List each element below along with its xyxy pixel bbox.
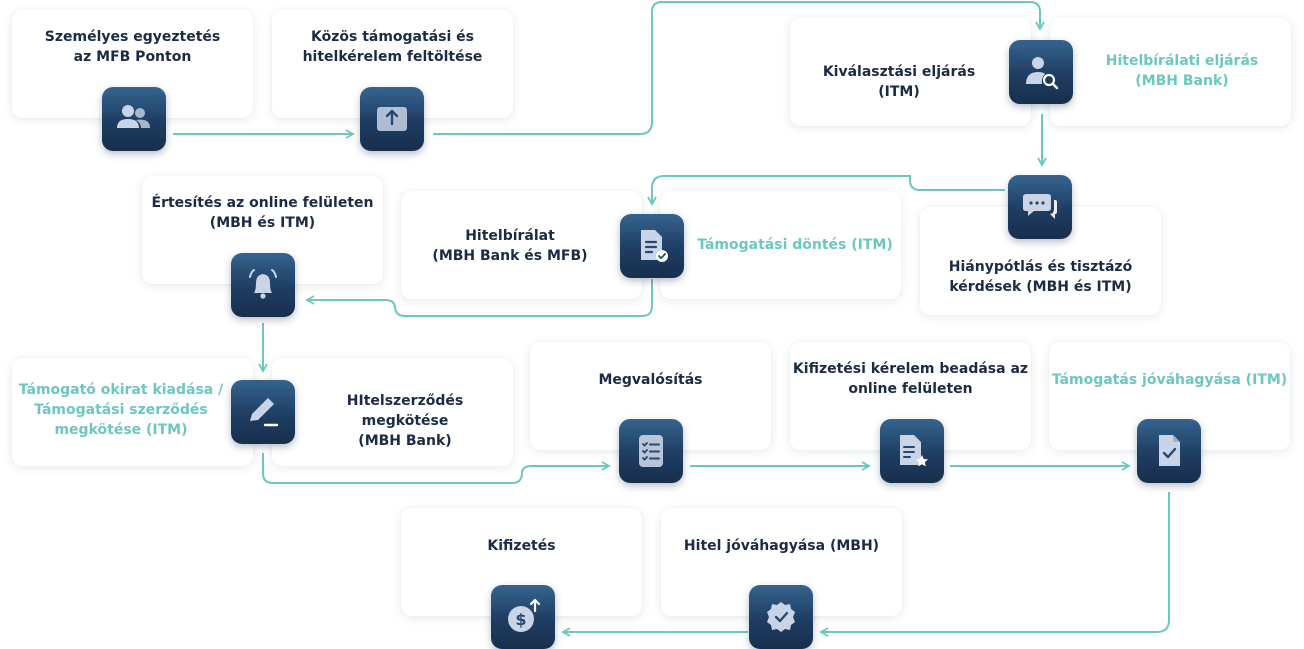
- connector-2: [433, 1, 1045, 135]
- connector-7: [262, 453, 611, 484]
- card-selection-procedure: [790, 18, 1031, 126]
- label-loan-contract: HItelszerződés megkötése (MBH Bank): [346, 393, 464, 449]
- svg-text:$: $: [515, 610, 526, 629]
- label-credit-review-procedure: Hitelbírálati eljárás (MBH Bank): [1105, 53, 1259, 89]
- document-star-icon: [880, 419, 944, 483]
- chat-icon: [1008, 175, 1072, 239]
- connector-5: [305, 279, 653, 317]
- label-personal-consultation: Személyes egyeztetés az MFB Ponton: [44, 29, 221, 65]
- label-support-approval: Támogatás jóváhagyása (ITM): [1051, 372, 1288, 388]
- label-payment-request: Kifizetési kérelem beadása az online fel…: [792, 361, 1029, 397]
- label-missing-docs: Hiánypótlás és tisztázó kérdések (MBH és…: [948, 259, 1133, 295]
- dollar-up-icon: $: [491, 585, 555, 649]
- card-credit-review-procedure: [1050, 18, 1291, 126]
- label-credit-assessment: Hitelbírálat (MBH Bank és MFB): [432, 228, 588, 264]
- card-credit-assessment: [401, 191, 642, 299]
- badge-check-icon: [749, 585, 813, 649]
- card-support-deed: [12, 358, 253, 466]
- label-online-notification: Értesítés az online felületen (MBH és IT…: [151, 195, 374, 231]
- label-selection-procedure: Kiválasztási eljárás (ITM): [822, 64, 976, 100]
- bell-icon: [231, 253, 295, 317]
- checklist-icon: [619, 419, 683, 483]
- card-loan-contract: [272, 358, 513, 466]
- label-implementation: Megvalósítás: [598, 372, 703, 388]
- card-support-decision: [660, 191, 901, 299]
- upload-icon: [360, 87, 424, 151]
- file-check-icon: [1137, 419, 1201, 483]
- connector-10: [819, 492, 1170, 637]
- label-support-deed: Támogató okirat kiadása / Támogatási sze…: [18, 382, 224, 438]
- label-payout: Kifizetés: [487, 538, 556, 554]
- label-support-decision: Támogatási döntés (ITM): [697, 237, 893, 253]
- user-search-icon: [1009, 40, 1073, 104]
- document-check-icon: [620, 214, 684, 278]
- label-upload-application: Közös támogatási és hitelkérelem feltölt…: [302, 29, 483, 65]
- pen-icon: [231, 380, 295, 444]
- label-loan-approval: Hitel jóváhagyása (MBH): [683, 538, 880, 554]
- connector-4: [647, 175, 1005, 206]
- users-icon: [102, 87, 166, 151]
